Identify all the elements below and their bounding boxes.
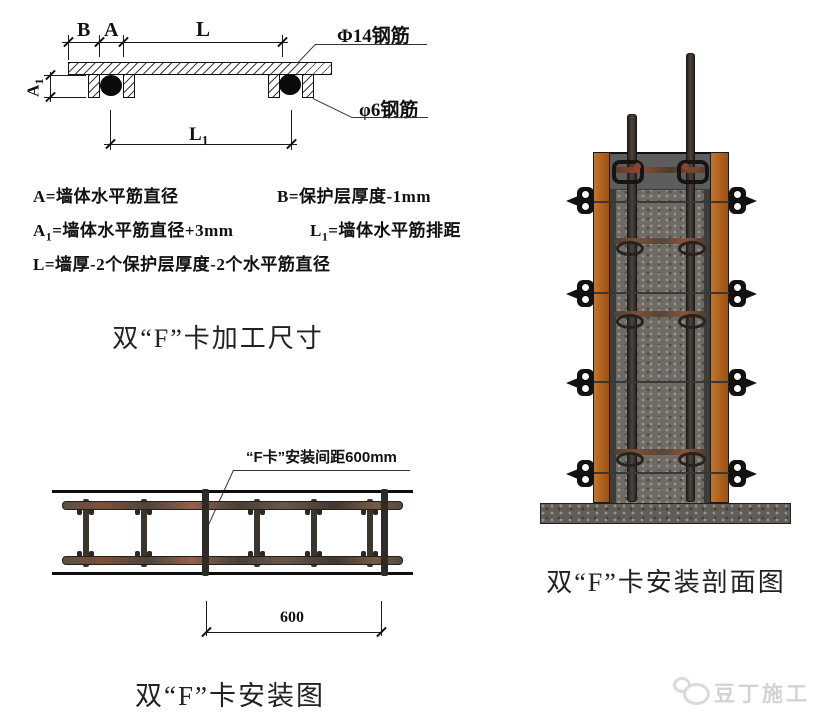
clamp-wedge xyxy=(745,196,757,206)
spacing-annotation: “F卡”安装间距600mm xyxy=(246,449,397,466)
form-tie-rod xyxy=(572,292,750,294)
rust-detail xyxy=(634,163,641,170)
leader-line xyxy=(298,43,316,63)
fclip-leg xyxy=(302,74,314,98)
watermark-text: 豆丁施工 xyxy=(714,683,810,706)
horizontal-rebar xyxy=(614,238,708,244)
vertical-rebar xyxy=(77,499,89,567)
leader-line xyxy=(352,117,428,118)
fclip-leg xyxy=(88,74,100,98)
leader-line xyxy=(233,470,410,471)
vertical-rebar xyxy=(627,114,637,502)
fclip-loop xyxy=(678,452,706,467)
eq-b: B=保护层厚度-1mm xyxy=(277,187,432,206)
leader-line xyxy=(207,469,235,528)
form-clamp xyxy=(577,280,594,307)
fclip-bar xyxy=(202,489,209,576)
fclip-loop xyxy=(616,452,644,467)
inner-form-edge xyxy=(609,152,616,503)
dim-extension xyxy=(68,35,69,60)
fclip-bar xyxy=(381,489,388,576)
clamp-wedge xyxy=(566,469,578,479)
form-clamp xyxy=(577,369,594,396)
eq-a1: A1=墙体水平筋直径+3mm xyxy=(33,221,234,244)
dim-extension xyxy=(123,35,124,57)
fclip-loop xyxy=(678,241,706,256)
fclip-loop xyxy=(678,314,706,329)
form-clamp xyxy=(577,187,594,214)
clamp-wedge xyxy=(566,196,578,206)
formwork-panel-left xyxy=(593,152,610,503)
vertical-rebar xyxy=(305,499,317,567)
dim-extension xyxy=(381,601,382,636)
vertical-rebar xyxy=(248,499,260,567)
eq-l1: L1=墙体水平筋排距 xyxy=(310,221,461,244)
dim-label-b: B xyxy=(77,19,91,41)
vertical-rebar xyxy=(135,499,147,567)
clamp-hole xyxy=(581,202,590,211)
dim-extension xyxy=(99,35,100,57)
horizontal-rebar xyxy=(614,449,708,455)
dim-extension xyxy=(282,35,283,57)
vertical-rebar xyxy=(361,499,373,567)
dimension-diagram-title: 双“F”卡加工尺寸 xyxy=(112,324,324,353)
inner-form-edge xyxy=(704,152,711,503)
dim-extension xyxy=(44,75,86,76)
horizontal-rebar xyxy=(614,311,708,317)
leader-line xyxy=(315,44,427,45)
clamp-wedge xyxy=(566,289,578,299)
dim-extension xyxy=(291,110,292,150)
form-clamp xyxy=(729,187,746,214)
horizontal-rebar-rail xyxy=(62,556,403,565)
section-diagram-title: 双“F”卡安装剖面图 xyxy=(546,568,786,597)
rust-detail xyxy=(682,163,689,170)
dim-extension xyxy=(44,97,86,98)
form-tie-rod xyxy=(572,381,750,383)
fclip-loop xyxy=(616,314,644,329)
leader-line xyxy=(312,98,353,119)
logo-bean-icon xyxy=(683,683,710,705)
base-slab xyxy=(540,503,791,524)
form-clamp xyxy=(729,369,746,396)
dim-line-top xyxy=(62,42,288,43)
clamp-wedge xyxy=(745,289,757,299)
dim-label-600: 600 xyxy=(280,609,304,626)
form-clamp xyxy=(729,280,746,307)
eq-l: L=墙厚-2个保护层厚度-2个水平筋直径 xyxy=(33,255,331,274)
clamp-hole xyxy=(581,190,590,199)
fclip-hardware xyxy=(612,160,644,184)
clamp-wedge xyxy=(566,378,578,388)
fclip-loop xyxy=(616,241,644,256)
dim-label-l: L xyxy=(196,17,211,41)
fclip-main-bar xyxy=(68,62,332,75)
form-tie-rod xyxy=(572,201,750,203)
dim-extension xyxy=(110,110,111,150)
wall-rebar-section-dot xyxy=(100,75,122,96)
dim-label-l1: L1 xyxy=(189,124,209,148)
fclip-hardware xyxy=(677,160,709,184)
horizontal-rebar-top xyxy=(613,167,709,173)
form-clamp xyxy=(577,460,594,487)
installation-diagram-title: 双“F”卡安装图 xyxy=(135,681,325,711)
form-tie-rod xyxy=(572,472,750,474)
wall-face-line xyxy=(52,490,413,493)
phi14-rebar-label: Φ14钢筋 xyxy=(337,26,410,47)
eq-a: A=墙体水平筋直径 xyxy=(33,187,179,206)
form-clamp xyxy=(729,460,746,487)
dim-line-l1 xyxy=(104,144,297,145)
horizontal-rebar-rail xyxy=(62,501,403,510)
dim-extension xyxy=(206,601,207,636)
dim-line-a1 xyxy=(50,72,51,102)
formwork-panel-right xyxy=(710,152,729,503)
vertical-rebar xyxy=(686,53,695,502)
wall-face-line xyxy=(52,572,413,575)
fclip-leg xyxy=(123,74,135,98)
clamp-wedge xyxy=(745,378,757,388)
dim-label-a: A xyxy=(104,19,119,41)
dim-line-600 xyxy=(206,632,381,633)
clamp-wedge xyxy=(745,469,757,479)
dim-label-a1: A1 xyxy=(23,78,46,97)
phi6-rebar-label: φ6钢筋 xyxy=(359,100,419,121)
wall-rebar-section-dot xyxy=(279,74,301,95)
